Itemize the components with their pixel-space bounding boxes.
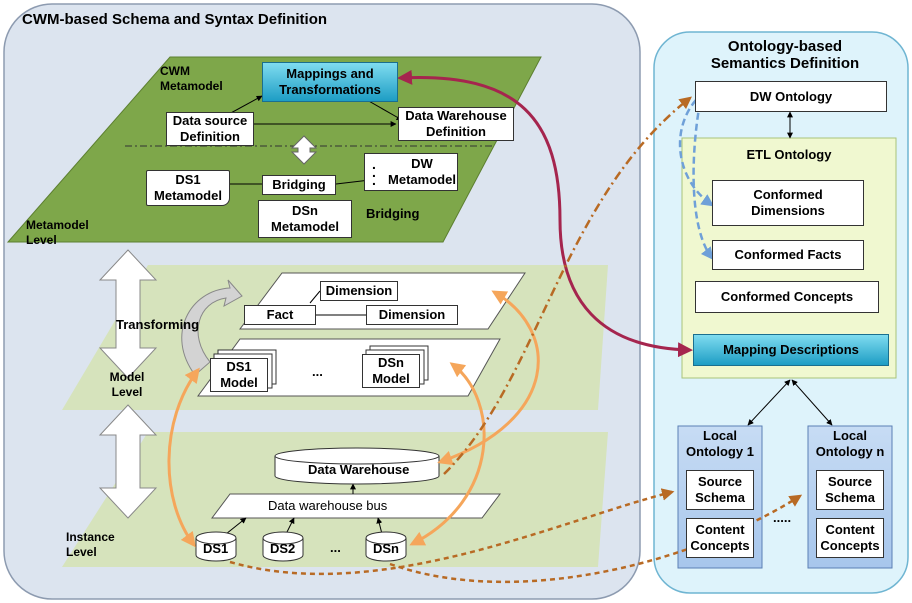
dimension-box-1: Dimension: [320, 281, 398, 301]
dw-to-fact-schema-arrow: [437, 290, 540, 466]
ds2-cylinder: [262, 531, 304, 562]
transforming-label: Transforming: [116, 317, 200, 332]
dsn-model-doc: DSn Model: [362, 354, 420, 388]
dw-metamodel-dots: ...: [372, 156, 376, 188]
etl-localn-link: [791, 379, 833, 426]
metamodel-inner-double-arrow: [290, 135, 318, 165]
bridging-label-2: Bridging: [366, 206, 420, 221]
conformed-facts-box: Conformed Facts: [712, 240, 864, 270]
data-warehouse-label: Data Warehouse: [308, 462, 410, 477]
ds1-to-local1-arrow: [229, 488, 675, 576]
data-source-definition-box: Data source Definition: [166, 112, 254, 146]
dw-bus-label: Data warehouse bus: [268, 498, 388, 513]
dw-metamodel-doc: DW Metamodel: [364, 153, 458, 191]
instance-level-label: Instance Level: [66, 530, 115, 559]
dimension-box-2: Dimension: [366, 305, 458, 325]
localn-source-schema-box: Source Schema: [816, 470, 884, 510]
ds1-metamodel-doc: DS1 Metamodel: [146, 170, 230, 206]
ds1-model-doc: DS1 Model: [210, 358, 268, 392]
mappings-transformations-box: Mappings and Transformations: [262, 62, 398, 102]
cwm-metamodel-label: CWM Metamodel: [160, 64, 223, 93]
etl-local1-link: [747, 379, 791, 426]
left-panel-title: CWM-based Schema and Syntax Definition: [22, 11, 328, 28]
ds2-to-bus-arrow: [285, 517, 295, 535]
bridging-box-1: Bridging: [262, 175, 336, 195]
conformed-concepts-box: Conformed Concepts: [695, 281, 879, 313]
dsn-label: DSn: [373, 541, 399, 556]
dw-ontology-box: DW Ontology: [695, 81, 887, 112]
conformed-dimensions-box: Conformed Dimensions: [712, 180, 864, 226]
data-warehouse-definition-box: Data Warehouse Definition: [398, 107, 514, 141]
instance-ellipsis: ...: [330, 540, 341, 555]
ds1-cylinder: [195, 531, 237, 562]
fact-box: Fact: [244, 305, 316, 325]
metamodel-level-label: Metamodel Level: [26, 218, 89, 247]
dsn-to-bus-arrow: [376, 517, 383, 535]
mapping-to-descriptions-arrow: [397, 69, 693, 358]
fact-dimension-link-1: [309, 290, 321, 304]
data-warehouse-cylinder: [274, 447, 440, 485]
model-instance-double-arrow: [98, 404, 158, 519]
right-panel-title: Ontology-based Semantics Definition: [710, 38, 860, 72]
mapping-descriptions-box: Mapping Descriptions: [693, 334, 889, 366]
dsn-cylinder: [365, 531, 407, 562]
ds2-label: DS2: [270, 541, 296, 556]
local1-source-schema-box: Source Schema: [686, 470, 754, 510]
local-ontology-n-title: Local Ontology n: [815, 428, 885, 459]
dsn-to-localn-arrow: [389, 494, 803, 584]
dw-to-facts-dashed: [692, 101, 714, 260]
localn-content-concepts-box: Content Concepts: [816, 518, 884, 558]
meta-model-double-arrow: [98, 249, 158, 379]
dw-to-dw-ontology-arrow: [443, 96, 692, 475]
local-ontologies-dots: .....: [773, 510, 792, 525]
model-level-label: Model Level: [109, 370, 145, 399]
ds1-model-to-ds1-arrow: [167, 367, 200, 548]
model-ellipsis: ...: [312, 364, 323, 379]
transforming-arrow: [181, 279, 243, 376]
local1-content-concepts-box: Content Concepts: [686, 518, 754, 558]
dsn-metamodel-doc: DSn Metamodel: [258, 200, 352, 238]
ds1-to-bus-arrow: [225, 517, 247, 535]
local-ontology-1-title: Local Ontology 1: [686, 428, 754, 459]
ds1-label: DS1: [203, 541, 229, 556]
etl-ontology-title: ETL Ontology: [746, 147, 832, 162]
